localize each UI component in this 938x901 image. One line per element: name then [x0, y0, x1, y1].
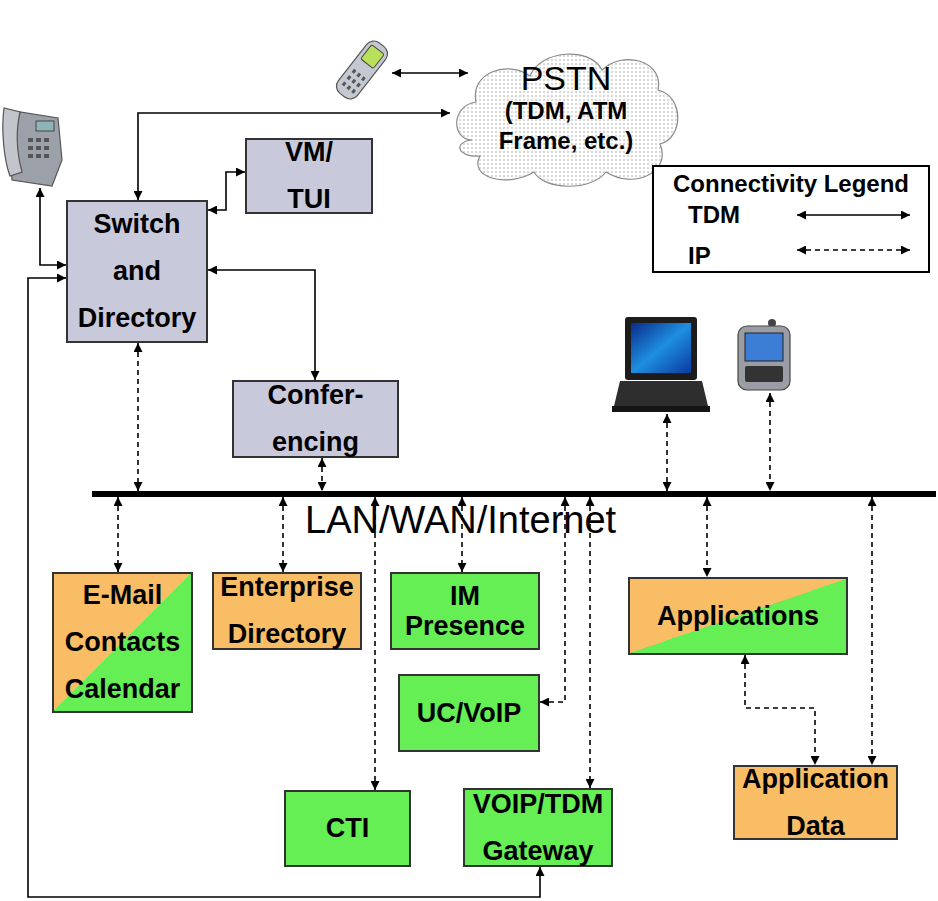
phone-key: [28, 146, 33, 150]
node-label: (TDM, ATM Frame, etc.): [491, 96, 641, 156]
tdm-wire: [40, 188, 66, 265]
cell-phone-icon: [333, 37, 391, 102]
phone-key: [44, 138, 49, 142]
legend-title: Connectivity Legend: [654, 170, 928, 198]
ip-link: [137, 343, 139, 491]
gateway-box: VOIP/TDM Gateway: [463, 788, 613, 867]
legend-box: Connectivity LegendTDM IP: [652, 165, 930, 273]
legend-line: [797, 214, 910, 216]
cell-body: [333, 37, 391, 102]
ip-wire: [769, 393, 771, 491]
ip-wire: [666, 414, 668, 491]
applications-box: Applications: [628, 577, 848, 655]
node-label: VOIP/TDM Gateway: [468, 781, 608, 875]
node-label: LAN/WAN/Internet: [305, 499, 616, 541]
node-label: Enterprise Directory: [217, 564, 357, 658]
voip-box: UC/VoIP: [398, 674, 540, 752]
phone-display: [36, 121, 54, 131]
legend-entry: IP: [654, 242, 928, 270]
legend-entry: TDM: [654, 201, 928, 229]
tdm-wire: [392, 72, 468, 74]
tdm-link: [208, 172, 245, 210]
pda-keyboard: [745, 366, 783, 382]
legend-label: TDM: [688, 201, 740, 229]
laptop-screen: [631, 323, 691, 373]
node-label: Switch and Directory: [75, 201, 200, 342]
legend-label: IP: [688, 242, 711, 270]
directory-box: Enterprise Directory: [212, 572, 362, 650]
cell-key: [356, 73, 361, 78]
pda-screen: [745, 333, 783, 361]
phone-key: [28, 138, 33, 142]
cell-key: [361, 76, 366, 81]
node-label: E-Mail Contacts Calendar: [62, 572, 184, 713]
cell-key: [356, 83, 361, 88]
network-bus: LAN/WAN/Internet: [92, 491, 936, 497]
switch-box: Switch and Directory: [66, 200, 208, 343]
phone-key: [44, 154, 49, 158]
ip-link: [871, 497, 873, 765]
network-cloud: PSTN(TDM, ATM Frame, etc.): [450, 42, 682, 188]
phone-key: [36, 154, 41, 158]
laptop-icon: [612, 317, 710, 412]
data-box: Application Data: [733, 765, 898, 840]
email-box: E-Mail Contacts Calendar: [52, 572, 193, 713]
phone-key: [36, 146, 41, 150]
cell-key: [351, 79, 356, 84]
cell-key: [342, 81, 347, 86]
ip-link: [745, 655, 815, 765]
cloud-outline: [457, 54, 678, 186]
ip-link: [282, 497, 284, 572]
ip-link: [706, 497, 708, 577]
node-label: PSTN: [521, 60, 612, 96]
laptop-base: [614, 381, 708, 406]
node-label: IM Presence: [400, 581, 530, 641]
laptop-bezel: [625, 317, 697, 380]
legend-sample: [795, 201, 917, 229]
ip-link: [321, 458, 323, 491]
node-label: CTI: [293, 805, 403, 852]
tdm-link: [208, 270, 315, 380]
node-label: UC/VoIP: [404, 690, 534, 737]
node-label: Application Data: [738, 756, 893, 850]
cell-key: [346, 85, 351, 90]
cell-key: [351, 89, 356, 94]
cell-screen: [361, 45, 385, 69]
node-label: VM/ TUI: [279, 129, 339, 223]
pda-icon: [738, 319, 790, 390]
voicemail-box: VM/ TUI: [245, 138, 373, 214]
legend-line: [797, 249, 910, 251]
legend-sample: [795, 242, 917, 270]
ip-link: [117, 497, 119, 572]
laptop-edge: [612, 406, 710, 412]
pda-body: [738, 326, 790, 390]
node-label: Confer- encing: [263, 372, 368, 466]
cell-key: [347, 75, 352, 80]
desk-phone-icon: [3, 108, 62, 186]
phone-key: [36, 138, 41, 142]
phone-key: [28, 154, 33, 158]
conferencing-box: Confer- encing: [232, 380, 399, 458]
cti-box: CTI: [284, 790, 411, 867]
phone-key: [44, 146, 49, 150]
cell-key: [352, 69, 357, 74]
node-label: Applications: [638, 593, 838, 640]
phone-handset: [3, 108, 22, 176]
presence-box: IM Presence: [390, 572, 540, 650]
